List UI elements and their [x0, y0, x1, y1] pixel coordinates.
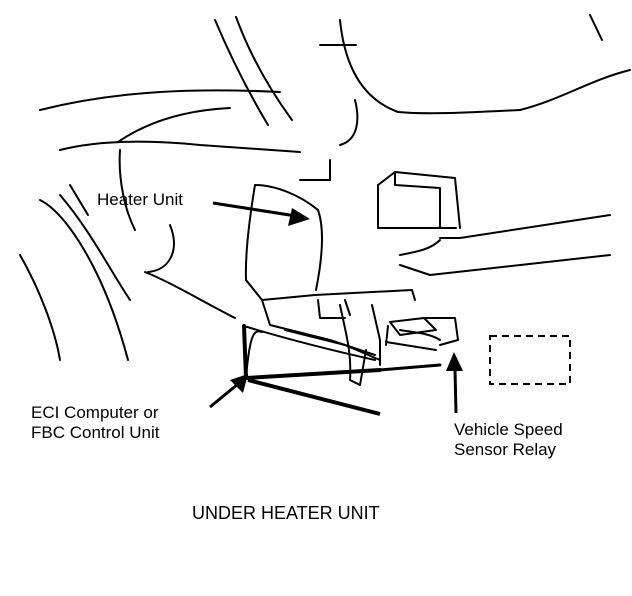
vehicle-speed-sensor-relay	[385, 317, 459, 351]
dashboard-outline	[39, 14, 631, 273]
reference-box-dashed	[489, 335, 571, 385]
arrow-vehicle-speed-sensor-relay	[446, 352, 463, 414]
arrow-heater-unit	[212, 201, 310, 226]
heater-unit-body	[244, 184, 416, 361]
heater-unit-label: Heater Unit	[97, 190, 183, 209]
eci-computer-underline	[247, 378, 381, 416]
vehicle-speed-sensor-relay-label: Vehicle Speed Sensor Relay	[454, 420, 563, 460]
arrow-eci-computer	[209, 374, 248, 409]
diagram-caption: UNDER HEATER UNIT	[192, 503, 380, 523]
lower-dash-left	[19, 184, 236, 361]
eci-computer-label-line-1: ECI Computer or	[31, 403, 159, 422]
vehicle-speed-sensor-relay-label-line-1: Vehicle Speed	[454, 420, 563, 439]
duct-assembly	[377, 171, 611, 276]
vehicle-speed-sensor-relay-label-line-2: Sensor Relay	[454, 440, 557, 459]
eci-computer-label-line-2: FBC Control Unit	[31, 423, 160, 442]
eci-computer-label: ECI Computer or FBC Control Unit	[31, 403, 159, 443]
